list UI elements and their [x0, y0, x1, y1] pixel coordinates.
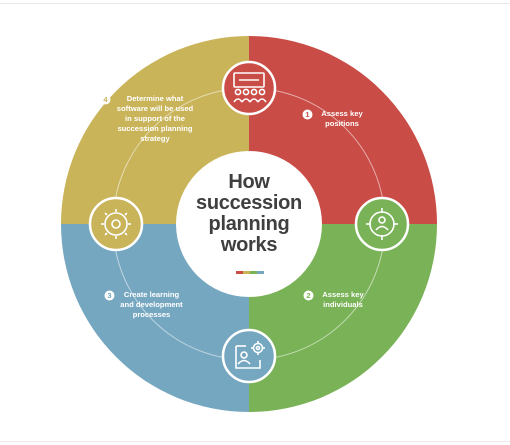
diagram-title: How succession planning works [175, 172, 323, 256]
step-4-text-line-3: in support of the [125, 114, 185, 123]
step-1-label: 1 Assess key positions [302, 109, 382, 129]
step-2-text-line-2: individuals [323, 300, 363, 309]
step-1-text-line-1: Assess key [321, 109, 363, 118]
step-1-text-line-2: positions [325, 119, 359, 128]
title-accent-bar [236, 271, 264, 274]
step-3-number: 3 [107, 291, 111, 300]
gear-person-icon [221, 328, 277, 384]
title-line-1: How [228, 171, 270, 193]
bottom-divider [0, 441, 510, 442]
step-2-number-badge: 2 [303, 290, 314, 301]
step-3-label: 3 Create learning and development proces… [104, 290, 199, 320]
accent-bar-gold [243, 271, 250, 274]
accent-bar-green [250, 271, 257, 274]
step-3-number-badge: 3 [104, 290, 115, 301]
step-4-text-line-5: strategy [140, 134, 170, 143]
title-line-4: works [220, 234, 278, 256]
step-2-number: 2 [306, 291, 310, 300]
step-1-number: 1 [305, 110, 309, 119]
step-3-text-line-1: Create learning [123, 290, 180, 299]
step-2-label: 2 Assess key individuals [303, 290, 383, 310]
step-4-number-badge: 4 [100, 94, 111, 105]
gear-target-icon [88, 196, 144, 252]
step-2-text-line-1: Assess key [322, 290, 364, 299]
accent-bar-blue [257, 271, 264, 274]
step-4-text-line-4: succession planning [117, 124, 193, 133]
top-divider [0, 3, 510, 4]
accent-bar-red [236, 271, 243, 274]
presentation-people-icon [221, 60, 277, 116]
center-disc [176, 151, 322, 297]
step-3-text-line-3: processes [132, 310, 171, 319]
step-4-label: 4 Determine what software will be used i… [100, 94, 210, 144]
step-1-number-badge: 1 [302, 109, 313, 120]
step-4-text-line-2: software will be used [116, 104, 194, 113]
step-4-number: 4 [103, 95, 108, 104]
target-person-icon [354, 196, 410, 252]
title-line-3: planning [208, 213, 290, 235]
title-line-2: succession [196, 192, 302, 214]
step-3-text-line-2: and development [120, 300, 183, 309]
step-4-text-line-1: Determine what [126, 94, 184, 103]
